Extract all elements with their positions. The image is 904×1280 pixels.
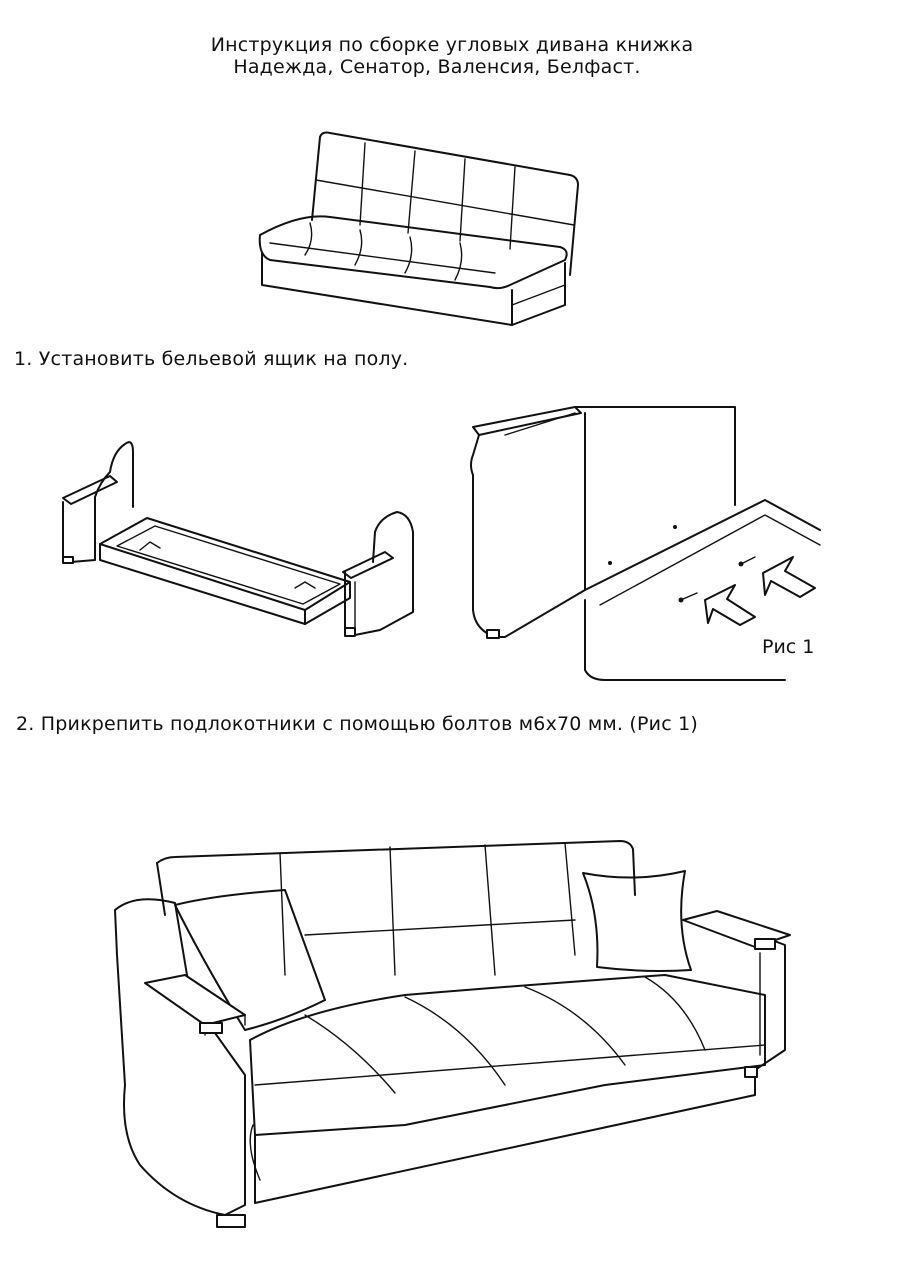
sofa-frame-illustration bbox=[258, 131, 579, 326]
figure-caption: Рис 1 bbox=[762, 636, 815, 658]
assembled-sofa-illustration bbox=[114, 840, 791, 1228]
document-title: Инструкция по сборке угловых дивана книж… bbox=[0, 34, 904, 78]
step-2-text: 2. Прикрепить подлокотники с помощью бол… bbox=[16, 713, 698, 735]
step-1-text: 1. Установить бельевой ящик на полу. bbox=[14, 348, 409, 370]
bolt-detail-illustration bbox=[470, 406, 821, 681]
title-line-1: Инструкция по сборке угловых дивана книж… bbox=[210, 34, 694, 56]
title-line-2: Надежда, Сенатор, Валенсия, Белфаст. bbox=[233, 56, 641, 78]
armrests-and-box-illustration bbox=[62, 441, 414, 637]
